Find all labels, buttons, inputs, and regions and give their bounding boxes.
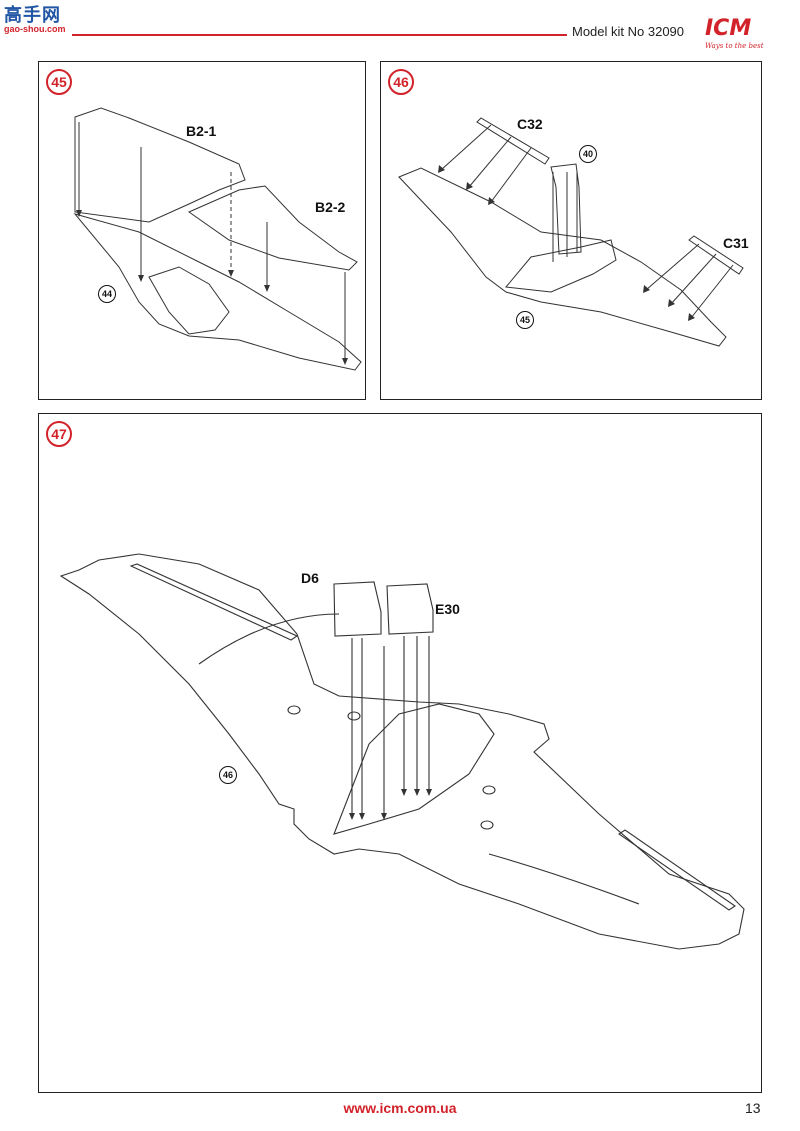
- ref-step-40: 40: [579, 145, 597, 163]
- step-panel-47: 47 D: [38, 413, 762, 1093]
- watermark-en: gao-shou.com: [4, 24, 66, 34]
- header-rule: [72, 34, 567, 36]
- wing-lower-diagram: [398, 117, 744, 347]
- footer-url[interactable]: www.icm.com.ua: [343, 1100, 457, 1116]
- watermark-cn: 高手网: [4, 5, 61, 25]
- part-label-b2-2: B2-2: [315, 199, 346, 215]
- brand-name: ICM: [705, 16, 752, 41]
- step-number-46: 46: [388, 69, 414, 95]
- ref-step-44: 44: [98, 285, 116, 303]
- part-label-b2-1: B2-1: [186, 123, 217, 139]
- ref-step-46: 46: [219, 766, 237, 784]
- part-label-c31: C31: [723, 235, 749, 251]
- part-label-c32: C32: [517, 116, 543, 132]
- watermark-logo: 高手网 gao-shou.com: [4, 6, 70, 40]
- brand-tagline: Ways to the best: [705, 42, 764, 50]
- step-panel-46: 46 C32 C31 40 45: [380, 61, 762, 400]
- step-number-47: 47: [46, 421, 72, 447]
- ref-step-45: 45: [516, 311, 534, 329]
- wing-full-diagram: [59, 553, 745, 950]
- step-number-45: 45: [46, 69, 72, 95]
- step-panel-45: 45 B2-1 B2-2 44: [38, 61, 366, 400]
- wing-top-diagram: [73, 107, 362, 371]
- page-number: 13: [745, 1100, 761, 1116]
- part-label-e30: E30: [435, 601, 460, 617]
- icm-logo: ICM Ways to the best: [705, 18, 777, 62]
- part-label-d6: D6: [301, 570, 319, 586]
- kit-title: Model kit No 32090: [572, 24, 685, 39]
